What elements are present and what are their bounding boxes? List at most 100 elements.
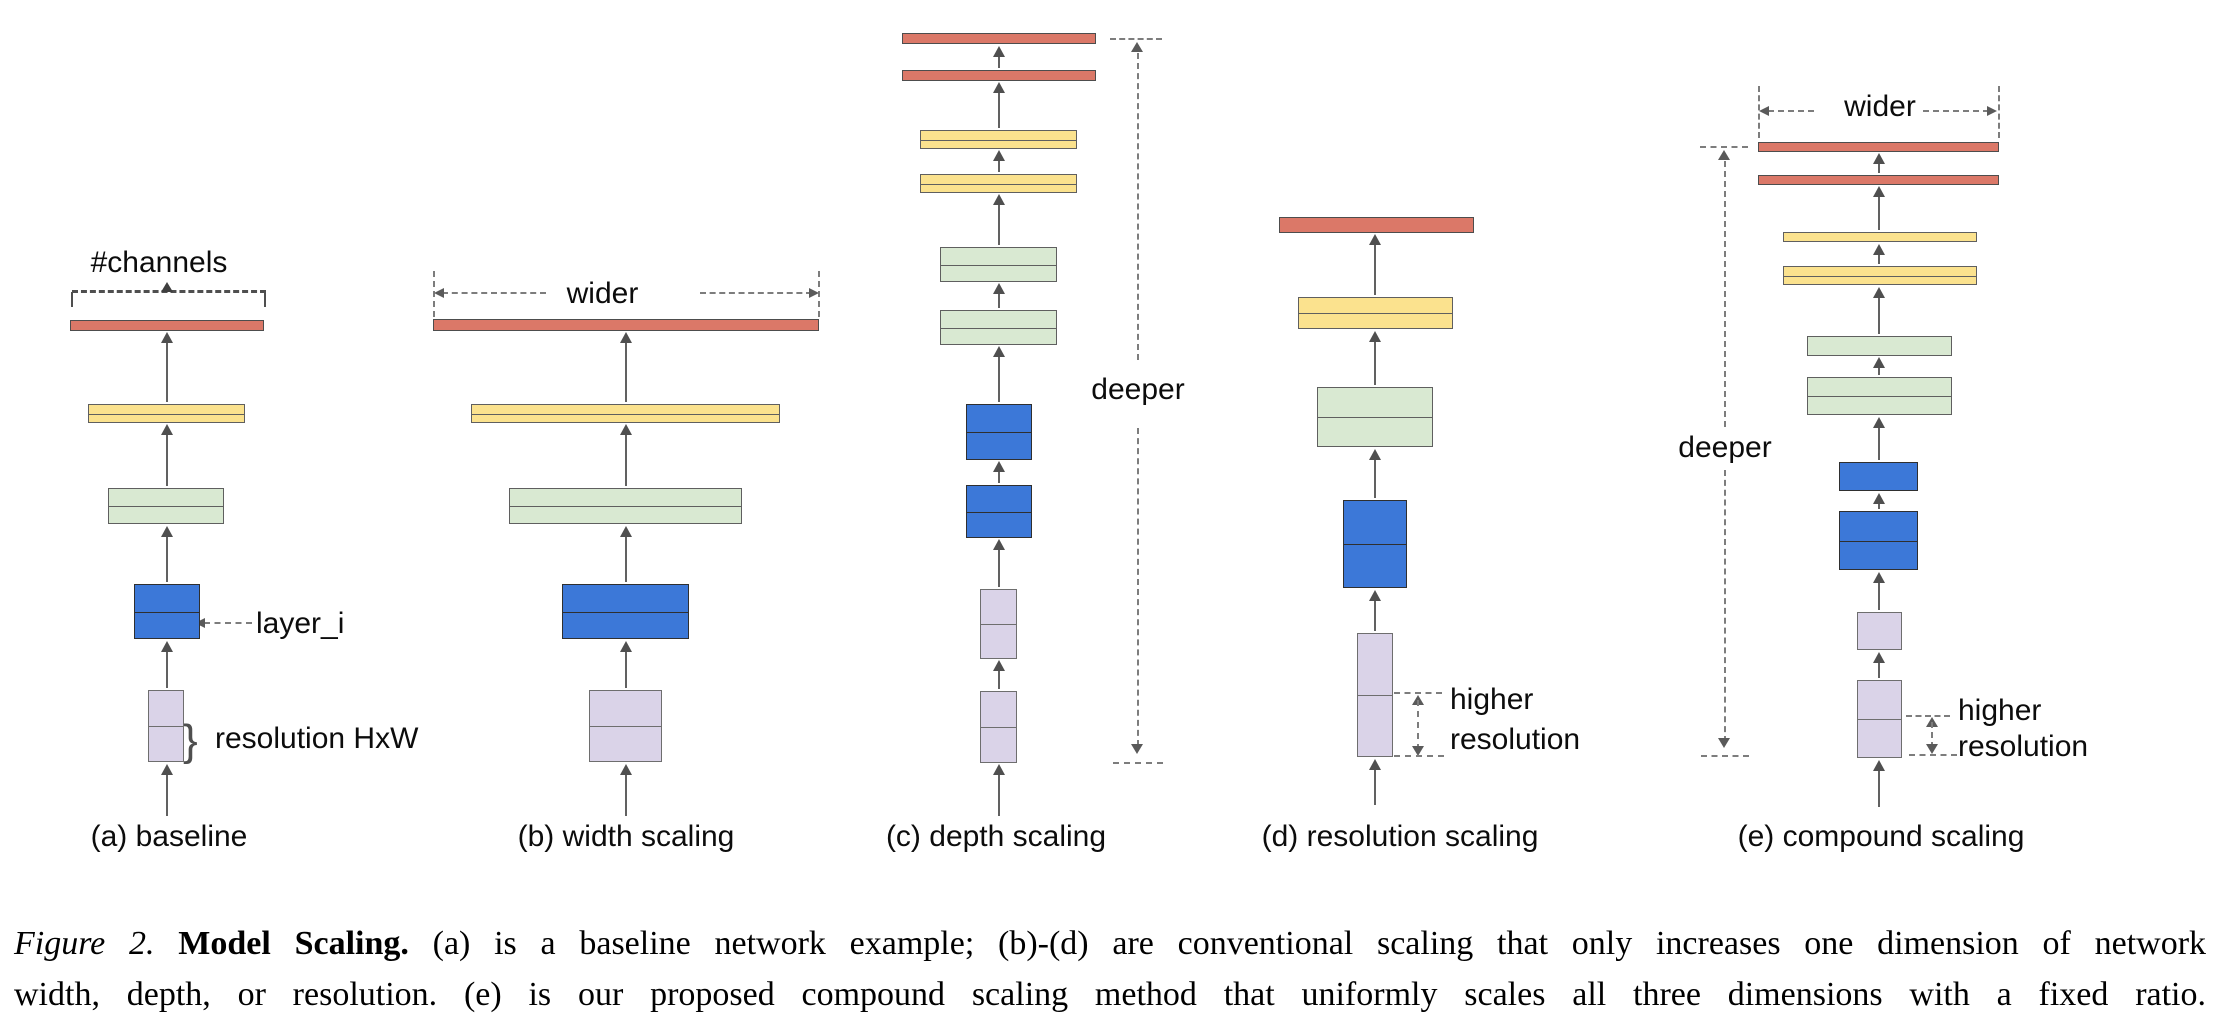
higher-label: higher <box>1450 683 1534 716</box>
flow-arrowhead-icon <box>161 424 173 435</box>
wider-arrow-left-icon <box>434 288 444 298</box>
red-layer-box <box>1758 175 1999 185</box>
blue-layer-box <box>966 485 1032 538</box>
cell-divider <box>88 413 245 415</box>
green-layer-box <box>1807 336 1952 356</box>
channels-bracket-tick-left <box>71 292 73 307</box>
flow-arrowhead-icon <box>161 526 173 537</box>
caption-line-2: width, depth, or resolution. (e) is our … <box>14 969 2206 1020</box>
blue-layer-box <box>562 584 689 639</box>
cell-divider <box>134 611 200 613</box>
green-layer-box <box>509 488 742 524</box>
wider-annotation-label-e: wider <box>1844 90 1916 123</box>
higher-res-cap-bottom-e <box>1909 754 1957 756</box>
higher-res-cap-top <box>1394 692 1442 694</box>
flow-arrow-line <box>1878 162 1880 173</box>
resolution-label-e: resolution <box>1958 730 2089 763</box>
yellow-layer-box <box>471 404 780 423</box>
deeper-annotation-label: deeper <box>1091 373 1185 406</box>
cell-divider <box>108 506 224 507</box>
deeper-arrow-down-icon <box>1131 744 1143 754</box>
flow-arrow-line <box>166 341 168 402</box>
flow-arrowhead-icon <box>1369 590 1381 601</box>
flow-arrow-line <box>1374 458 1376 498</box>
flow-arrow-line <box>1878 581 1880 610</box>
panel-label-e: (e) compound scaling <box>1737 820 2025 853</box>
flow-arrowhead-icon <box>1873 572 1885 583</box>
flow-arrow-line <box>625 535 627 582</box>
cell-divider <box>940 327 1057 329</box>
higher-res-dim-line <box>1417 700 1419 750</box>
deeper-cap-bottom-e <box>1701 755 1749 757</box>
deeper-cap-bottom <box>1113 762 1163 764</box>
purple-layer-box <box>1857 680 1902 758</box>
layer-annotation-label: layer_i <box>256 607 345 640</box>
flow-arrow-line <box>166 535 168 582</box>
flow-arrow-line <box>1878 195 1880 230</box>
deeper-arrow-down-icon-e <box>1718 738 1730 748</box>
flow-arrow-line <box>166 650 168 688</box>
cell-divider <box>148 726 184 727</box>
flow-arrowhead-icon <box>993 283 1005 294</box>
purple-layer-box <box>589 690 662 762</box>
flow-arrow-line <box>1878 253 1880 264</box>
blue-layer-box <box>1839 462 1918 491</box>
flow-arrow-line <box>1878 769 1880 807</box>
channels-bracket-tick-right <box>264 292 266 307</box>
flow-arrowhead-icon <box>1873 357 1885 368</box>
flow-arrow-line <box>998 159 1000 172</box>
flow-arrow-line <box>1878 502 1880 509</box>
flow-arrowhead-icon <box>161 641 173 652</box>
caption-figure-label: Figure 2. <box>14 925 155 962</box>
flow-arrowhead-icon <box>993 194 1005 205</box>
flow-arrowhead-icon <box>1369 449 1381 460</box>
cell-divider <box>509 506 742 507</box>
red-layer-box <box>1279 217 1474 233</box>
flow-arrowhead-icon <box>993 461 1005 472</box>
wider-guide-right-e <box>1998 86 2000 138</box>
flow-arrow-line <box>625 433 627 486</box>
flow-arrowhead-icon <box>161 764 173 775</box>
flow-arrow-line <box>1374 768 1376 805</box>
layer-annotation-dash <box>204 622 252 624</box>
flow-arrowhead-icon <box>993 660 1005 671</box>
higher-res-arrow-down-icon-e <box>1926 744 1938 754</box>
flow-arrow-line <box>998 203 1000 245</box>
cell-divider <box>920 183 1077 185</box>
purple-layer-box <box>148 690 184 762</box>
flow-arrowhead-icon <box>993 82 1005 93</box>
red-layer-box <box>902 70 1096 81</box>
flow-arrowhead-icon <box>1873 186 1885 197</box>
resolution-annotation-label: resolution HxW <box>215 722 419 755</box>
panel-label-b: (b) width scaling <box>517 820 735 853</box>
flow-arrow-line <box>1878 661 1880 678</box>
flow-arrowhead-icon <box>161 332 173 343</box>
purple-layer-box <box>980 589 1017 659</box>
flow-arrowhead-icon <box>1873 493 1885 504</box>
wider-arrow-right-icon-e <box>1987 106 1997 116</box>
flow-arrowhead-icon <box>620 332 632 343</box>
wider-arrow-left-dash-e <box>1768 110 1814 112</box>
flow-arrow-line <box>1878 366 1880 375</box>
green-layer-box <box>1807 377 1952 415</box>
flow-arrowhead-icon <box>620 424 632 435</box>
cell-divider <box>980 727 1017 728</box>
channels-annotation-label: #channels <box>90 246 228 279</box>
blue-layer-box <box>134 584 200 639</box>
flow-arrowhead-icon <box>620 764 632 775</box>
cell-divider <box>940 264 1057 266</box>
flow-arrow-line <box>1374 340 1376 385</box>
cell-divider <box>920 139 1077 141</box>
wider-arrow-left-icon-e <box>1759 106 1769 116</box>
yellow-layer-box <box>1783 232 1977 242</box>
flow-arrow-line <box>998 470 1000 483</box>
figure-caption: Figure 2. Model Scaling. (a) is a baseli… <box>14 918 2206 1020</box>
deeper-line-upper-e <box>1724 161 1726 427</box>
yellow-layer-box <box>1298 297 1453 329</box>
flow-arrow-line <box>998 548 1000 587</box>
green-layer-box <box>1317 387 1433 447</box>
channels-bracket-arrow-icon <box>161 282 173 292</box>
flow-arrowhead-icon <box>1873 287 1885 298</box>
flow-arrow-line <box>625 650 627 688</box>
